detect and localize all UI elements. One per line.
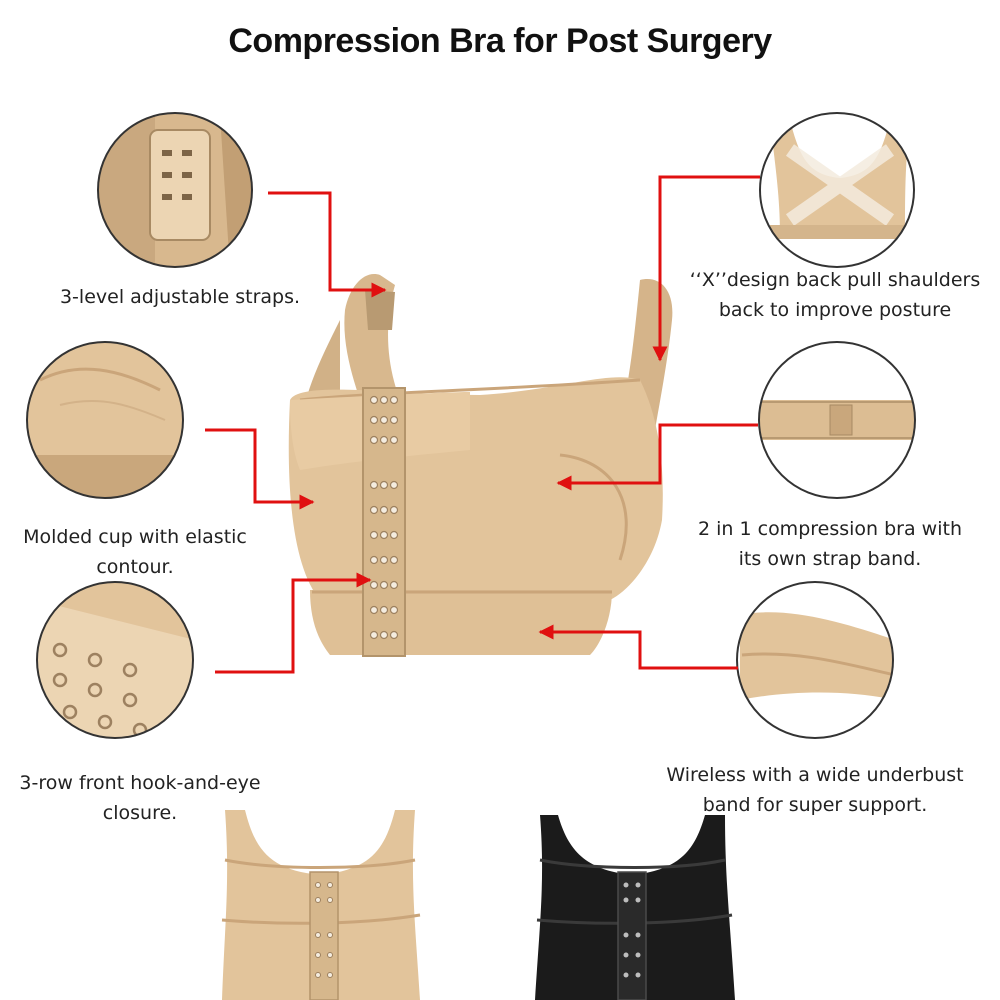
caption-adjustable-straps: 3-level adjustable straps. xyxy=(30,282,330,312)
caption-line: ‘‘X’’design back pull shaulders xyxy=(689,269,981,291)
caption-line: Molded cup with elastic xyxy=(23,526,247,548)
detail-circle-x-back xyxy=(759,112,915,268)
nude-variant-image xyxy=(221,810,421,1000)
callout-lines xyxy=(205,175,760,674)
caption-line: 3-row front hook-and-eye xyxy=(19,772,261,794)
caption-hook-eye: 3-row front hook-and-eye closure. xyxy=(0,768,280,828)
caption-line: back to improve posture xyxy=(718,299,952,321)
detail-circle-strap-band xyxy=(758,341,916,499)
caption-line: 3-level adjustable straps. xyxy=(59,286,301,308)
caption-line: its own strap band. xyxy=(738,548,922,570)
caption-line: contour. xyxy=(96,556,174,578)
caption-line: Wireless with a wide underbust xyxy=(666,764,964,786)
caption-strap-band: 2 in 1 compression bra with its own stra… xyxy=(670,514,990,574)
caption-x-back: ‘‘X’’design back pull shaulders back to … xyxy=(670,265,1000,325)
black-variant-image xyxy=(535,815,735,1000)
caption-line: band for super support. xyxy=(702,794,928,816)
main-bra-image xyxy=(288,274,673,657)
detail-circle-molded-cup xyxy=(26,341,184,499)
detail-circle-straps xyxy=(97,112,253,268)
page-title: Compression Bra for Post Surgery xyxy=(228,22,772,60)
caption-line: 2 in 1 compression bra with xyxy=(698,518,962,540)
detail-circle-hook-eye xyxy=(36,581,194,739)
caption-underbust: Wireless with a wide underbust band for … xyxy=(630,760,1000,820)
caption-line: closure. xyxy=(102,802,178,824)
detail-circle-underbust xyxy=(736,581,894,739)
caption-molded-cup: Molded cup with elastic contour. xyxy=(0,522,270,582)
